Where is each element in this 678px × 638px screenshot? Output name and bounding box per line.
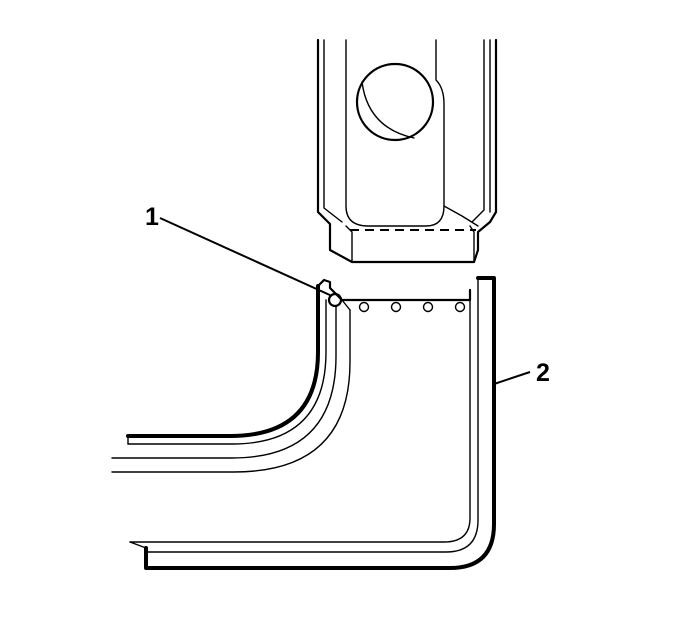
bolt-hole-row [358,301,466,313]
callout-1: 1 [145,203,333,297]
locating-hole [327,292,343,308]
upper-pillar-panel [316,38,498,264]
callout-2: 2 [493,359,550,387]
callout-1-label: 1 [145,203,159,231]
callout-2-leader [493,371,531,385]
access-hole [355,62,435,142]
lower-sill-panel [111,276,496,570]
callout-1-leader [159,217,333,297]
callout-2-label: 2 [536,359,550,387]
